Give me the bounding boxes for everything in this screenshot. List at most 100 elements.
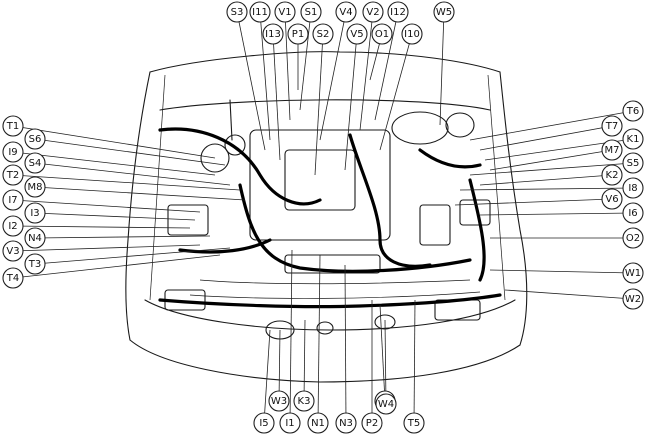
callout-k3: K3	[293, 390, 315, 412]
callout-label: N3	[339, 418, 353, 429]
leader-line-v4	[319, 11, 347, 141]
leader-line-i9	[12, 151, 216, 176]
callout-label: V4	[339, 7, 352, 18]
callout-o2: O2	[622, 227, 644, 249]
leader-line-s4	[34, 162, 231, 186]
leader-line-s6	[34, 138, 226, 166]
leader-line-w3	[278, 329, 281, 402]
leader-line-s2	[314, 33, 324, 176]
callout-label: T6	[626, 106, 639, 117]
leader-line-v6	[454, 198, 613, 206]
callout-label: O1	[375, 29, 389, 40]
callout-s4: S4	[24, 152, 46, 174]
callout-label: N1	[311, 418, 325, 429]
callout-p1: P1	[287, 23, 309, 45]
callout-label: I8	[628, 183, 637, 194]
leader-line-w4	[384, 319, 387, 405]
leader-line-v2	[359, 11, 374, 131]
leader-line-n4	[34, 235, 211, 239]
leader-line-v1	[284, 11, 291, 121]
callout-label: V5	[350, 29, 363, 40]
callout-label: I10	[404, 29, 420, 40]
callout-label: I13	[265, 29, 281, 40]
callout-label: P1	[292, 29, 304, 40]
callout-t7: T7	[601, 115, 623, 137]
callout-v6: V6	[601, 188, 623, 210]
callout-label: I12	[390, 7, 406, 18]
callout-label: W2	[625, 294, 641, 305]
callout-i8: I8	[622, 177, 644, 199]
callout-label: N4	[28, 233, 42, 244]
callout-label: K1	[627, 134, 640, 145]
callout-w4: W4	[375, 393, 397, 415]
leader-line-v5	[344, 33, 358, 171]
callout-label: W1	[625, 268, 641, 279]
leader-line-t4	[12, 254, 221, 279]
callout-label: I9	[8, 147, 17, 158]
callout-label: I7	[8, 195, 17, 206]
leader-line-i5	[263, 329, 271, 424]
leader-line-i1	[289, 249, 293, 424]
callout-w5: W5	[433, 1, 455, 23]
callout-p2: P2	[361, 412, 383, 434]
callout-label: T5	[407, 418, 420, 429]
leader-line-n3	[344, 264, 347, 424]
leader-line-i13	[272, 33, 281, 161]
callout-s5: S5	[622, 152, 644, 174]
wiring-harness	[158, 127, 502, 309]
callout-w3: W3	[268, 390, 290, 412]
callout-s1: S1	[300, 1, 322, 23]
leader-line-t5	[413, 299, 416, 424]
leader-line-w1	[489, 269, 634, 274]
callout-label: S2	[317, 29, 330, 40]
leader-line-n1	[317, 254, 321, 424]
callout-t5: T5	[403, 412, 425, 434]
callout-t1: T1	[2, 115, 24, 137]
callout-label: S1	[305, 7, 318, 18]
callout-w2: W2	[622, 288, 644, 310]
leader-line-t7	[479, 125, 613, 151]
leader-line-k3	[303, 319, 306, 402]
callout-m7: M7	[601, 139, 623, 161]
leader-line-w2	[504, 289, 634, 300]
callout-s6: S6	[24, 128, 46, 150]
leader-line-s5	[469, 162, 634, 176]
callout-t2: T2	[2, 164, 24, 186]
callout-i12: I12	[387, 1, 409, 23]
leader-line-i4	[379, 304, 386, 402]
leader-line-m8	[34, 186, 246, 201]
callout-label: V1	[278, 7, 291, 18]
callout-label: S3	[231, 7, 244, 18]
callout-t4: T4	[2, 267, 24, 289]
leader-line-i3	[34, 212, 196, 221]
callout-label: I3	[30, 208, 39, 219]
leader-line-i2	[12, 225, 191, 229]
leader-line-s1	[299, 11, 312, 111]
leader-line-i11	[259, 11, 271, 141]
leader-line-t6	[469, 110, 634, 141]
callout-label: M7	[605, 145, 620, 156]
callout-label: I6	[628, 208, 637, 219]
callout-v2: V2	[362, 1, 384, 23]
callout-label: W5	[436, 7, 452, 18]
callout-label: T7	[605, 121, 618, 132]
callout-i3: I3	[24, 202, 46, 224]
callout-o1: O1	[371, 23, 393, 45]
leader-line-k2	[479, 174, 613, 186]
callout-label: T1	[6, 121, 19, 132]
callout-label: T3	[28, 259, 41, 270]
callout-label: S4	[29, 158, 42, 169]
callout-i5: I5	[253, 412, 275, 434]
leader-line-w5	[439, 11, 445, 126]
callout-label: S5	[627, 158, 640, 169]
callout-label: P2	[366, 418, 378, 429]
callout-label: M8	[28, 182, 43, 193]
callout-label: T2	[6, 170, 19, 181]
leader-line-i7	[12, 199, 201, 213]
callout-i9: I9	[2, 141, 24, 163]
callout-label: O2	[626, 233, 640, 244]
callout-i6: I6	[622, 202, 644, 224]
callout-label: K3	[298, 396, 311, 407]
